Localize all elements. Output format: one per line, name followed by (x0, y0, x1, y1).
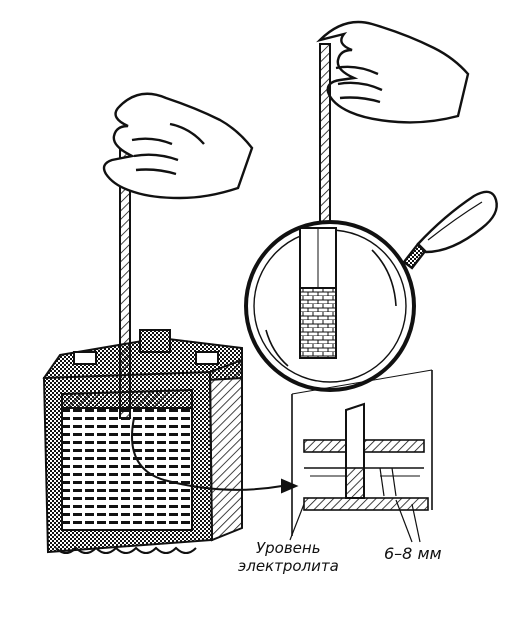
hand-left (102, 92, 254, 200)
battery (42, 329, 243, 554)
detail-tube (345, 402, 365, 499)
battery-case-side (208, 358, 243, 542)
label-gap-range: 6–8 мм (384, 544, 442, 563)
glass-tube-right (319, 43, 331, 227)
battery-plates (61, 407, 193, 531)
magnified-tube-electrolyte (299, 287, 337, 359)
hand-right (316, 20, 470, 124)
label-electrolyte-level-line2: электролита (238, 557, 339, 575)
detail-cross-section (289, 369, 433, 543)
filler-cap (139, 329, 171, 353)
plate-bottom (303, 497, 429, 511)
label-electrolyte-level-line1: Уровень (256, 539, 321, 557)
detail-arrow (131, 417, 299, 494)
magnifier (244, 190, 498, 392)
magnifier-handle (402, 190, 498, 270)
